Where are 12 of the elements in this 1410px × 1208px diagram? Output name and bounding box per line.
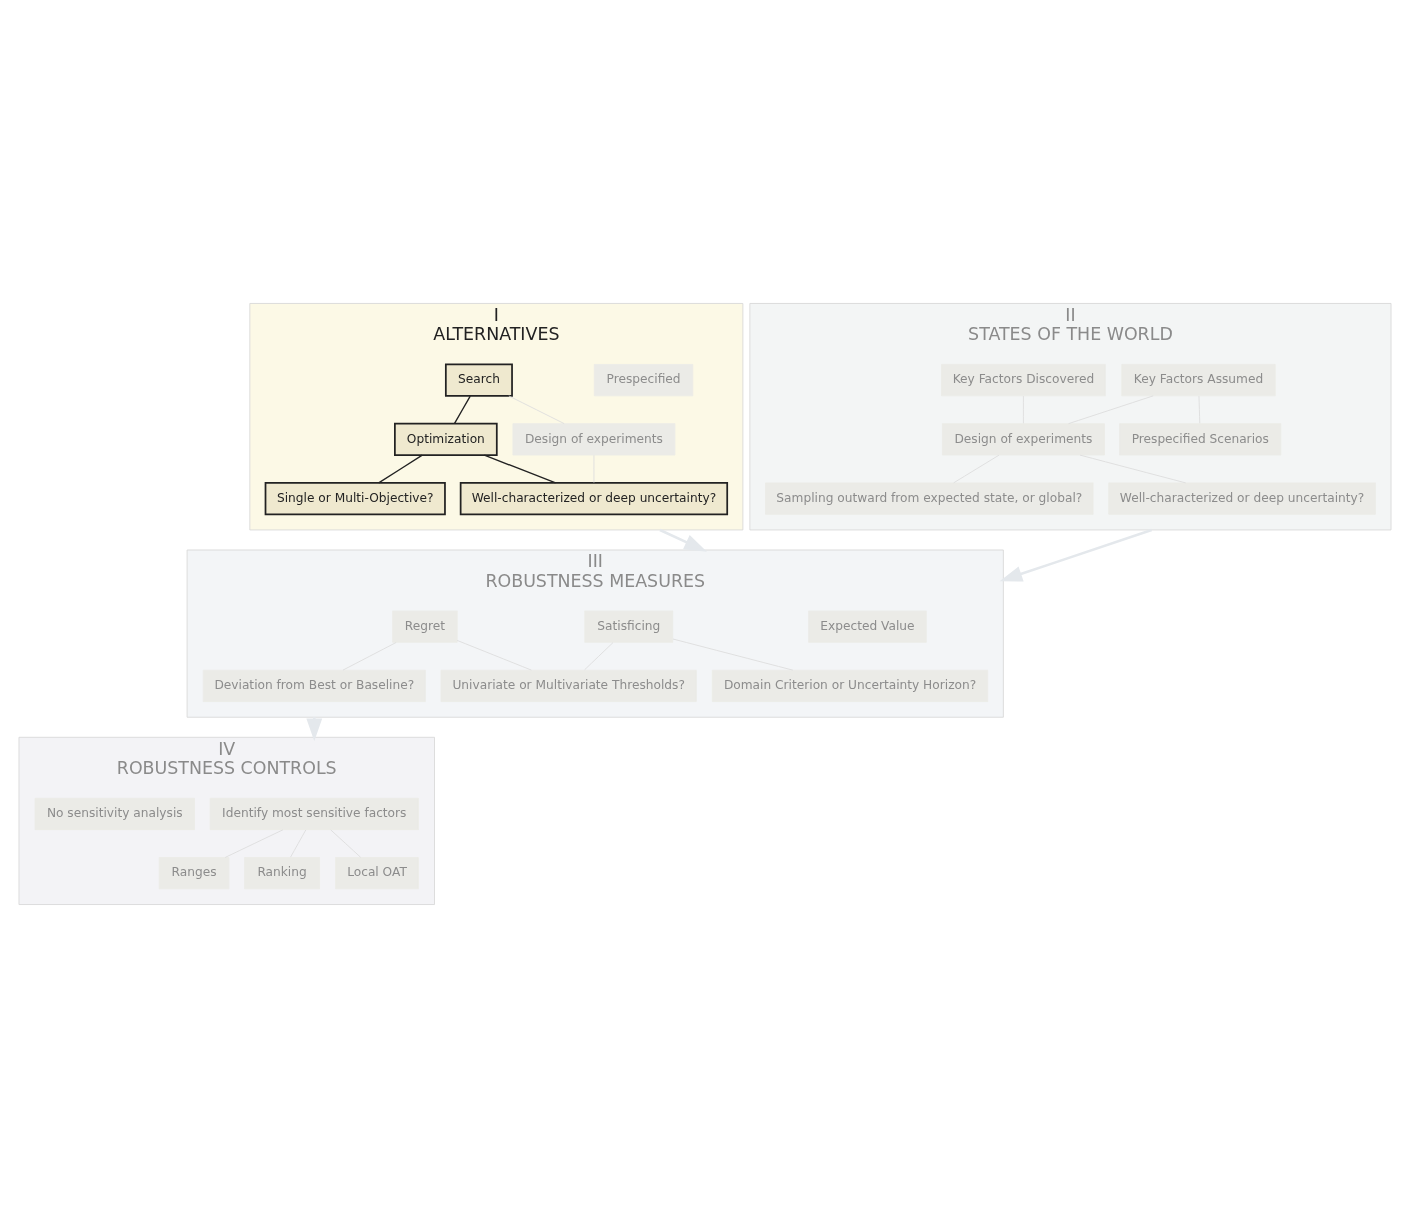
node-box: Optimization [394,422,498,456]
connector [378,454,423,484]
connector [453,395,471,424]
arrow [659,528,707,552]
node-box: Single or Multi-Objective? [264,482,446,516]
connector [483,454,557,484]
connector [508,395,565,425]
node-box: Search [444,363,513,397]
arrow [306,717,323,742]
node-box: Well-characterized or deep uncertainty? [459,482,729,516]
node-box: Design of experiments [512,423,676,456]
arrow [999,528,1153,582]
